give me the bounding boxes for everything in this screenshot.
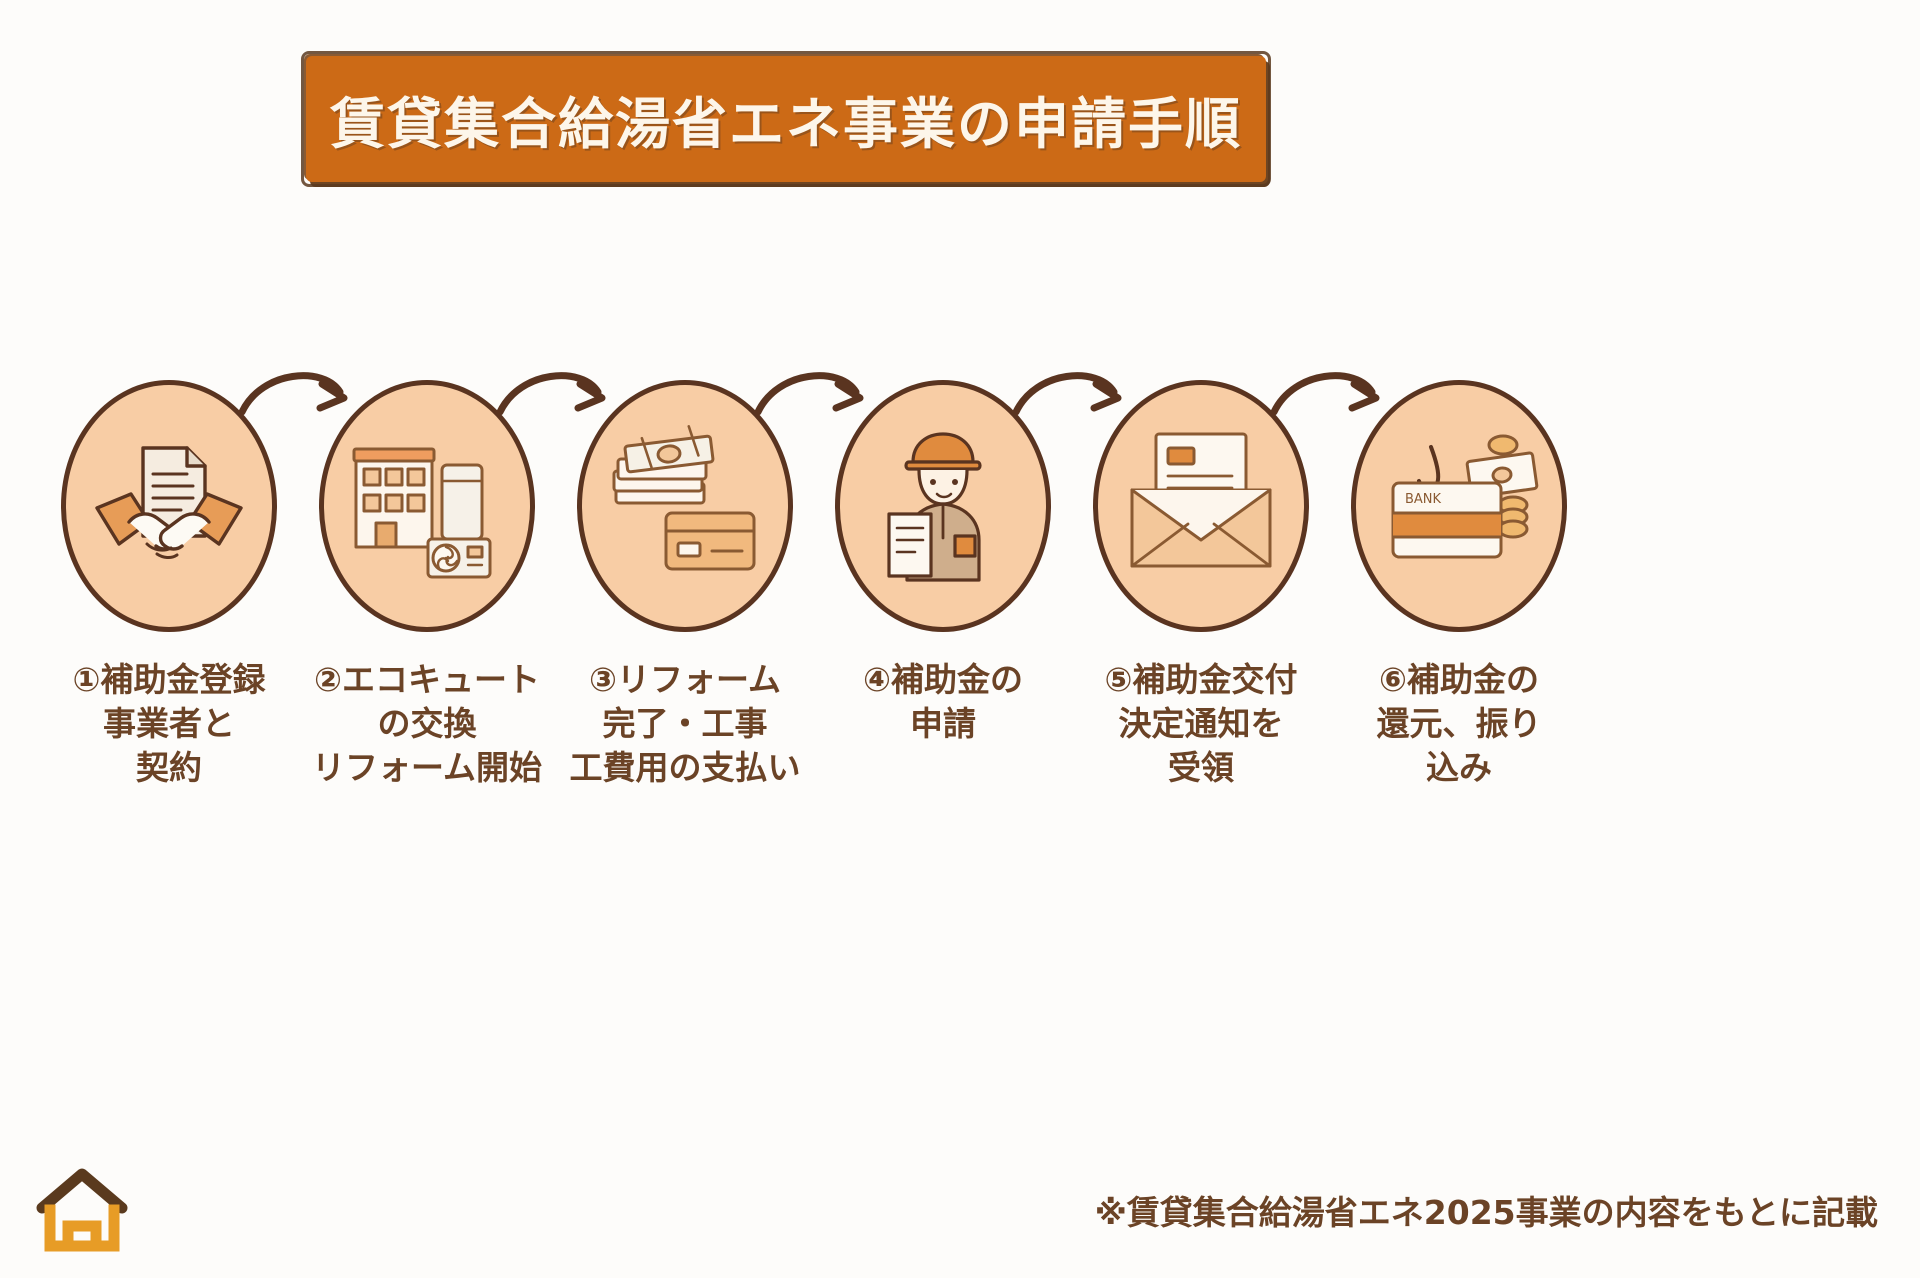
step-3-label: ③リフォーム 完了・工事 工費用の支払い bbox=[569, 660, 801, 787]
step-4: ④補助金の 申請 bbox=[814, 372, 1122, 746]
step-2-bubble bbox=[319, 380, 535, 632]
house-logo-icon bbox=[36, 1168, 128, 1252]
step-5-bubble bbox=[1093, 380, 1309, 632]
step-3-bubble bbox=[577, 380, 793, 632]
step-2: ②エコキュート の交換 リフォーム開始 bbox=[298, 372, 606, 790]
step-4-bubble bbox=[835, 380, 1051, 632]
step-4-label: ④補助金の 申請 bbox=[863, 660, 1023, 743]
page-title: 賃貸集合給湯省エネ事業の申請手順 bbox=[329, 92, 1242, 156]
building-heatpump-icon bbox=[352, 447, 492, 579]
step-5-label: ⑤補助金交付 決定通知を 受領 bbox=[1104, 660, 1298, 787]
step-5: ⑤補助金交付 決定通知を 受領 bbox=[1072, 372, 1380, 790]
step-2-label: ②エコキュート の交換 リフォーム開始 bbox=[311, 660, 542, 787]
step-6: BANK ⑥補助金の 還元、振り 込み bbox=[1330, 380, 1588, 790]
step-3: ③リフォーム 完了・工事 工費用の支払い bbox=[556, 372, 864, 790]
worker-document-icon bbox=[887, 432, 982, 582]
step-6-label: ⑥補助金の 還元、振り 込み bbox=[1376, 660, 1542, 787]
step-1-bubble bbox=[61, 380, 277, 632]
title-banner: 賃貸集合給湯省エネ事業の申請手順 bbox=[301, 51, 1271, 187]
footnote: ※賃貸集合給湯省エネ2025事業の内容をもとに記載 bbox=[1094, 1193, 1878, 1232]
envelope-letter-icon bbox=[1130, 432, 1272, 568]
step-1: ①補助金登録 事業者と 契約 bbox=[40, 372, 348, 790]
process-flow: ①補助金登録 事業者と 契約 bbox=[0, 372, 1920, 860]
step-6-bubble: BANK bbox=[1351, 380, 1567, 632]
svg-text:BANK: BANK bbox=[1405, 492, 1442, 507]
cash-creditcard-icon bbox=[612, 425, 756, 571]
step-1-label: ①補助金登録 事業者と 契約 bbox=[72, 660, 266, 787]
handshake-contract-icon bbox=[95, 446, 243, 559]
bankcard-money-icon: BANK bbox=[1391, 434, 1539, 559]
